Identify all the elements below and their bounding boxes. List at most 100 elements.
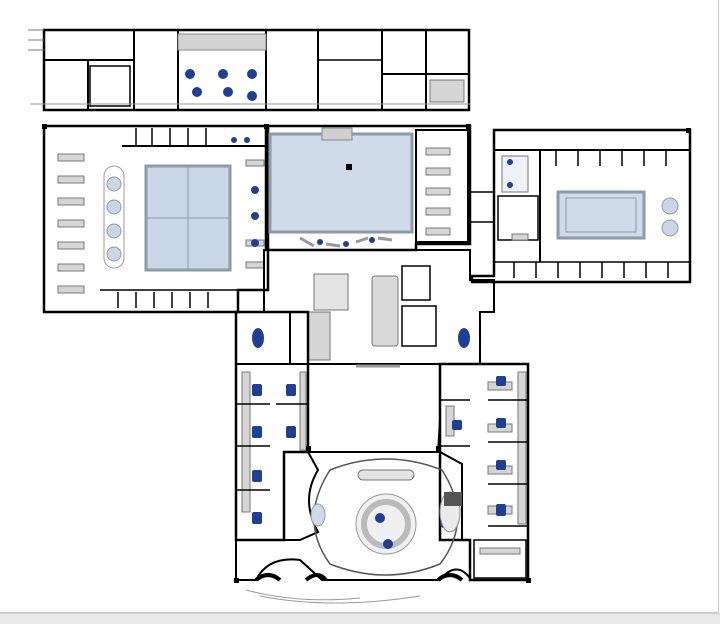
window-bottom-bar [0, 613, 720, 624]
rotunda-inner-ring [313, 458, 459, 576]
side-table [369, 237, 375, 243]
south-rotunda [235, 451, 471, 604]
main-pool [268, 132, 414, 234]
bench [511, 233, 529, 241]
restroom [401, 305, 437, 347]
curved-bench [357, 469, 415, 481]
lounger [245, 159, 265, 167]
cafe-table [223, 87, 233, 97]
lounger [245, 261, 265, 269]
stair-flight [429, 79, 465, 103]
bathroom-fixtures [501, 155, 529, 193]
table [375, 513, 385, 523]
changing-benches [425, 147, 451, 236]
column [234, 578, 239, 583]
column [346, 164, 352, 170]
column [526, 578, 531, 583]
north-service-wing [28, 28, 471, 112]
whirlpool [106, 199, 122, 215]
columns [42, 124, 691, 583]
whirlpool [106, 176, 122, 192]
treatment-bed [496, 504, 506, 516]
side-table [251, 239, 259, 247]
side-table [251, 212, 259, 220]
whirlpool [106, 246, 122, 262]
lounger [57, 153, 85, 162]
bench-strip [517, 371, 527, 525]
bench [425, 147, 451, 156]
cabin-walls-east [440, 399, 528, 527]
side-table [244, 137, 250, 143]
column [264, 124, 269, 129]
treatment-bed [252, 470, 262, 482]
lounger [57, 197, 85, 206]
service-shaft [307, 311, 331, 361]
treatment-beds-east [452, 376, 506, 516]
lounger [57, 175, 85, 184]
pool-steps [321, 127, 353, 141]
cafe-table [192, 87, 202, 97]
lounger [57, 241, 85, 250]
cabin-stubs [117, 128, 209, 308]
service-room [497, 195, 539, 241]
poolside-tables [317, 237, 375, 247]
whirlpool-lane [103, 165, 125, 269]
connector-room [469, 191, 495, 223]
table [383, 539, 393, 549]
west-treatment-corridor [234, 310, 310, 542]
side-table [317, 239, 323, 245]
changing-room [415, 129, 469, 243]
column [466, 124, 471, 129]
column [436, 446, 441, 451]
treatment-bed [496, 376, 506, 386]
west-relaxation-hall [42, 124, 270, 314]
bench [425, 167, 451, 176]
cabin-walls [236, 403, 308, 491]
side-table [251, 186, 259, 194]
treatment-beds-west [252, 384, 296, 524]
whirlpool [106, 223, 122, 239]
entrance-steps [28, 29, 44, 51]
column [686, 128, 691, 133]
east-pool [556, 190, 646, 240]
bench [479, 547, 521, 555]
bench-strip [299, 371, 307, 451]
side-tables [231, 137, 259, 247]
treatment-bed [252, 512, 262, 524]
side-table [343, 241, 349, 247]
main-stair [313, 273, 349, 311]
fixture [507, 182, 513, 188]
bench [425, 187, 451, 196]
stair-core [89, 65, 131, 107]
cafe-table [185, 69, 195, 79]
bench-strip [241, 371, 251, 513]
east-treatment-corridor [438, 328, 530, 582]
cabin-benches [241, 371, 307, 513]
treatment-bed [252, 384, 262, 396]
lounger [57, 263, 85, 272]
central-pool-hall [264, 124, 472, 252]
loungers-west [57, 153, 85, 294]
side-table [231, 137, 237, 143]
treatment-bed [252, 328, 264, 348]
bench [425, 227, 451, 236]
treatment-bed [252, 426, 262, 438]
cafe-tables [185, 69, 257, 101]
column [306, 446, 311, 451]
treatment-bed [452, 420, 462, 430]
treatment-bed [286, 426, 296, 438]
treatment-bed [496, 460, 506, 470]
entrance-canopy [245, 589, 421, 604]
north-wing-outline [42, 28, 471, 112]
treatment-bed [458, 328, 470, 348]
treatment-bed [496, 418, 506, 428]
lounger [57, 219, 85, 228]
corner-room [473, 539, 527, 579]
bar-counter [371, 275, 399, 347]
bench [425, 207, 451, 216]
cafe-table [247, 69, 257, 79]
rotunda-outline [235, 451, 471, 581]
column-block [444, 492, 462, 506]
